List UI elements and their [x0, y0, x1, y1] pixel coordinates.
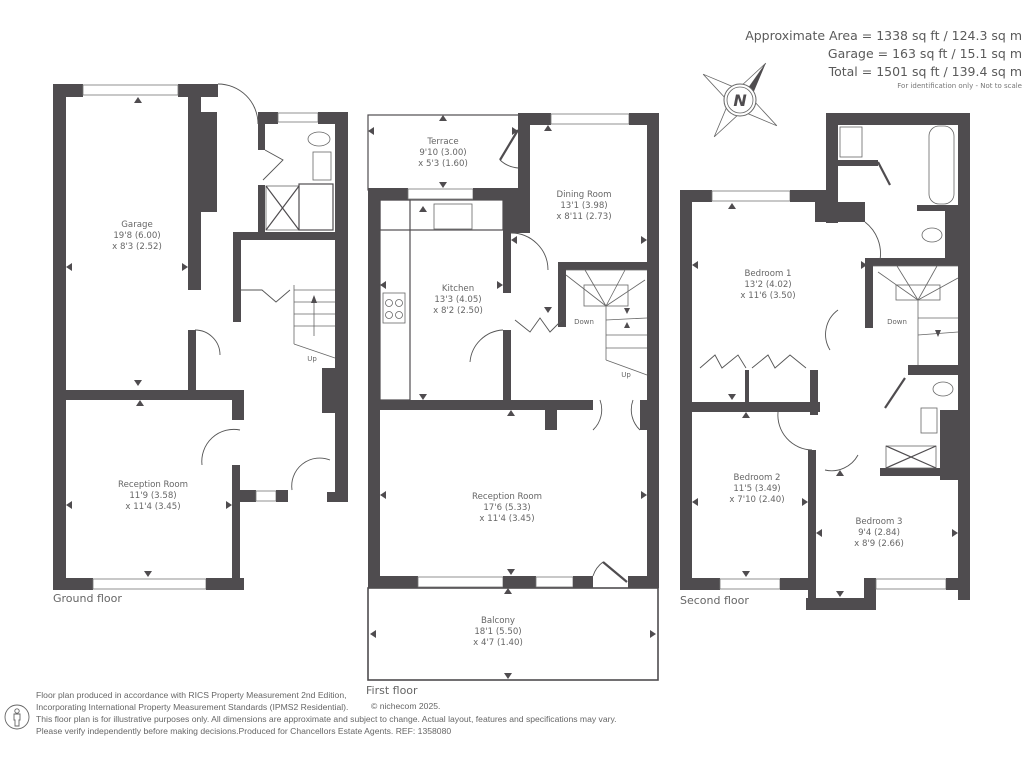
svg-text:x 5'3 (1.60): x 5'3 (1.60): [418, 159, 468, 169]
room-label-garage: Garage: [121, 220, 152, 230]
footer-line-4: Please verify independently before makin…: [36, 726, 452, 736]
footer-line-2: Incorporating International Property Mea…: [36, 702, 349, 712]
footer-line-1: Floor plan produced in accordance with R…: [36, 690, 347, 700]
ground-floor-plan: [53, 83, 348, 590]
area-summary: Approximate Area = 1338 sq ft / 124.3 sq…: [745, 27, 1022, 90]
footer-disclaimer: Floor plan produced in accordance with R…: [36, 689, 617, 737]
svg-text:11'9 (3.58): 11'9 (3.58): [129, 491, 176, 501]
svg-text:x 8'11 (2.73): x 8'11 (2.73): [556, 212, 611, 222]
svg-text:x 8'9 (2.66): x 8'9 (2.66): [854, 539, 904, 549]
room-label-kitchen: Kitchen: [442, 284, 474, 294]
person-scale-icon: [4, 704, 30, 730]
compass-north-icon: N: [702, 62, 778, 138]
scale-note: For identification only - Not to scale: [897, 82, 1022, 90]
svg-text:x 11'4 (3.45): x 11'4 (3.45): [479, 514, 534, 524]
stair-label-down-second: Down: [887, 318, 907, 326]
first-floor-plan: [367, 113, 659, 681]
total-area: Total = 1501 sq ft / 139.4 sq m: [828, 64, 1022, 79]
svg-text:13'2 (4.02): 13'2 (4.02): [744, 280, 791, 290]
svg-text:x 4'7 (1.40): x 4'7 (1.40): [473, 638, 523, 648]
floor-label-second: Second floor: [680, 594, 749, 607]
svg-text:9'10 (3.00): 9'10 (3.00): [419, 148, 466, 158]
room-label-bedroom-3: Bedroom 3: [855, 517, 902, 527]
second-floor-plan: [680, 113, 970, 610]
room-label-dining: Dining Room: [557, 190, 612, 200]
svg-text:11'5 (3.49): 11'5 (3.49): [733, 484, 780, 494]
svg-text:13'3 (4.05): 13'3 (4.05): [434, 295, 481, 305]
svg-text:x 8'2 (2.50): x 8'2 (2.50): [433, 306, 483, 316]
svg-text:19'8 (6.00): 19'8 (6.00): [113, 231, 160, 241]
room-label-terrace: Terrace: [426, 137, 458, 147]
svg-text:x 7'10 (2.40): x 7'10 (2.40): [729, 495, 784, 505]
svg-text:x 8'3 (2.52): x 8'3 (2.52): [112, 242, 162, 252]
floor-label-first: First floor: [366, 684, 418, 697]
stair-label-up-first: Up: [621, 371, 631, 379]
room-label-balcony: Balcony: [481, 616, 515, 626]
approximate-area: Approximate Area = 1338 sq ft / 124.3 sq…: [745, 28, 1022, 43]
floor-label-ground: Ground floor: [53, 592, 122, 605]
svg-text:N: N: [733, 91, 747, 110]
svg-text:x 11'4 (3.45): x 11'4 (3.45): [125, 502, 180, 512]
room-label-bedroom-1: Bedroom 1: [744, 269, 791, 279]
footer-line-3: This floor plan is for illustrative purp…: [36, 714, 617, 724]
svg-text:9'4 (2.84): 9'4 (2.84): [858, 528, 900, 538]
copyright: © nichecom 2025.: [371, 701, 441, 711]
stair-label-down-first: Down: [574, 318, 594, 326]
svg-text:x 11'6 (3.50): x 11'6 (3.50): [740, 291, 795, 301]
svg-text:18'1 (5.50): 18'1 (5.50): [474, 627, 521, 637]
stair-label-up: Up: [307, 355, 317, 363]
room-label-reception-first: Reception Room: [472, 492, 542, 502]
room-label-bedroom-2: Bedroom 2: [733, 473, 780, 483]
svg-text:17'6 (5.33): 17'6 (5.33): [483, 503, 530, 513]
garage-area: Garage = 163 sq ft / 15.1 sq m: [827, 46, 1022, 61]
svg-text:13'1 (3.98): 13'1 (3.98): [560, 201, 607, 211]
room-label-reception-ground: Reception Room: [118, 480, 188, 490]
